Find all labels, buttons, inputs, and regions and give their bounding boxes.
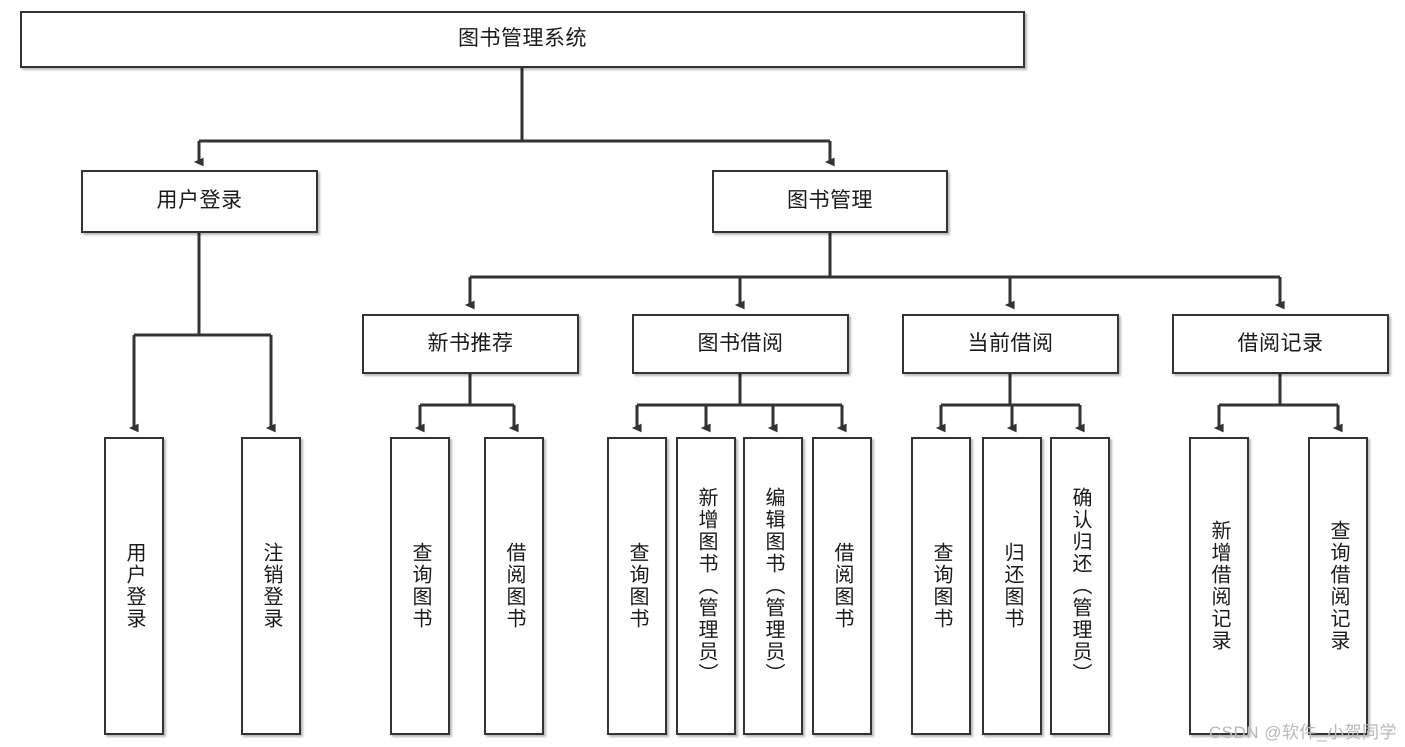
node-root[interactable]: 图书管理系统	[20, 11, 1025, 68]
leaf-node-add-borrow-record[interactable]: 新增借阅记录	[1189, 437, 1249, 735]
node-level1-book-management[interactable]: 图书管理	[712, 170, 948, 233]
node-root-label: 图书管理系统	[458, 27, 587, 51]
node-level1-user-login[interactable]: 用户登录	[81, 170, 318, 233]
node-level1-book-management-label: 图书管理	[787, 189, 873, 213]
leaf-node-query-book-newbook-label: 查询图书	[409, 542, 431, 630]
leaf-node-borrow-book-label: 借阅图书	[831, 542, 853, 630]
leaf-node-query-book-current[interactable]: 查询图书	[911, 437, 971, 735]
leaf-node-user-login[interactable]: 用户登录	[104, 437, 164, 735]
leaf-node-confirm-return-admin-label: 确认归还（管理员）	[1069, 487, 1091, 685]
leaf-node-query-book-borrow[interactable]: 查询图书	[607, 437, 667, 735]
leaf-node-query-borrow-record[interactable]: 查询借阅记录	[1308, 437, 1368, 735]
node-level2-book-borrow[interactable]: 图书借阅	[632, 314, 849, 374]
leaf-node-edit-book-admin[interactable]: 编辑图书（管理员）	[743, 437, 803, 735]
watermark: CSDN @软件_小贺同学	[1208, 723, 1397, 742]
leaf-node-add-borrow-record-label: 新增借阅记录	[1208, 520, 1230, 652]
leaf-node-logout[interactable]: 注销登录	[241, 437, 301, 735]
node-level2-new-book-recommend-label: 新书推荐	[427, 331, 514, 355]
leaf-node-query-borrow-record-label: 查询借阅记录	[1327, 520, 1349, 652]
leaf-node-edit-book-admin-label: 编辑图书（管理员）	[762, 487, 784, 685]
leaf-node-query-book-borrow-label: 查询图书	[626, 542, 648, 630]
leaf-node-query-book-newbook[interactable]: 查询图书	[390, 437, 450, 735]
leaf-node-borrow-book-newbook-label: 借阅图书	[503, 542, 525, 630]
node-level2-current-borrow[interactable]: 当前借阅	[902, 314, 1119, 374]
leaf-node-return-book-label: 归还图书	[1001, 542, 1023, 630]
leaf-node-borrow-book-newbook[interactable]: 借阅图书	[484, 437, 544, 735]
node-level2-current-borrow-label: 当前借阅	[967, 331, 1054, 355]
leaf-node-return-book[interactable]: 归还图书	[982, 437, 1042, 735]
node-level2-borrow-record[interactable]: 借阅记录	[1172, 314, 1389, 374]
leaf-node-confirm-return-admin[interactable]: 确认归还（管理员）	[1050, 437, 1110, 735]
leaf-node-query-book-current-label: 查询图书	[930, 542, 952, 630]
leaf-node-logout-label: 注销登录	[260, 542, 282, 630]
node-level2-new-book-recommend[interactable]: 新书推荐	[362, 314, 579, 374]
leaf-node-borrow-book[interactable]: 借阅图书	[812, 437, 872, 735]
node-level1-user-login-label: 用户登录	[156, 189, 243, 213]
leaf-node-user-login-label: 用户登录	[123, 542, 145, 630]
leaf-node-add-book-admin[interactable]: 新增图书（管理员）	[676, 437, 736, 735]
node-level2-book-borrow-label: 图书借阅	[697, 331, 784, 355]
leaf-node-add-book-admin-label: 新增图书（管理员）	[695, 487, 717, 685]
node-level2-borrow-record-label: 借阅记录	[1237, 331, 1324, 355]
